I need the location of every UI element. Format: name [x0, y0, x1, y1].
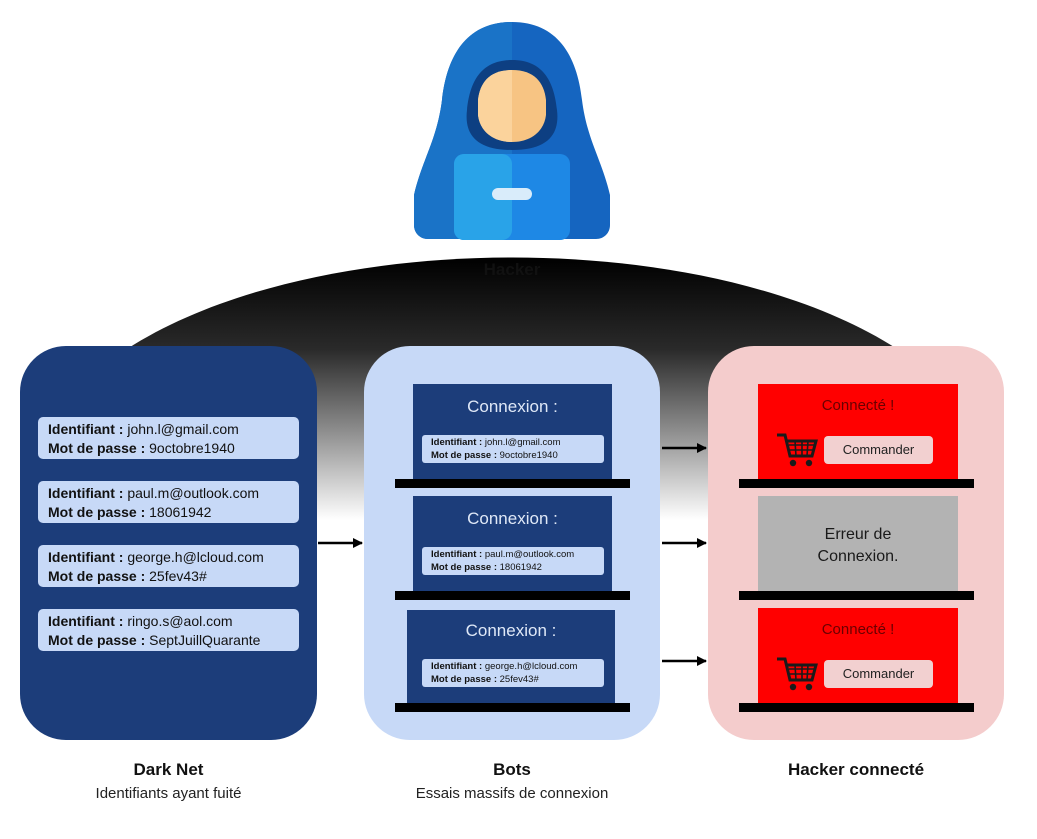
shelf [395, 591, 630, 600]
credential-card: Identifiant : ringo.s@aol.com Mot de pas… [38, 609, 299, 651]
shelf [739, 703, 974, 712]
login-credentials: Identifiant : george.h@lcloud.com Mot de… [422, 659, 604, 687]
darknet-subtitle: Identifiants ayant fuité [95, 785, 242, 802]
success-screen: Connecté ! Commander [758, 384, 958, 480]
order-button[interactable]: Commander [824, 660, 933, 688]
darknet-title: Dark Net [133, 760, 204, 779]
error-screen: Erreur de Connexion. [758, 496, 958, 592]
bots-title: Bots [493, 760, 531, 779]
login-credentials: Identifiant : paul.m@outlook.com Mot de … [422, 547, 604, 575]
hacker-icon [414, 22, 610, 240]
cart-icon [777, 433, 818, 467]
login-screen: Connexion : Identifiant : john.l@gmail.c… [413, 384, 612, 480]
credential-card: Identifiant : george.h@lcloud.com Mot de… [38, 545, 299, 587]
bots-subtitle: Essais massifs de connexion [415, 785, 609, 802]
shelf [739, 479, 974, 488]
login-credentials: Identifiant : john.l@gmail.com Mot de pa… [422, 435, 604, 463]
login-screen: Connexion : Identifiant : paul.m@outlook… [413, 496, 612, 592]
hacker-label: Hacker [483, 260, 541, 279]
shelf [395, 703, 630, 712]
order-button[interactable]: Commander [824, 436, 933, 464]
shelf [395, 479, 630, 488]
cart-icon [777, 657, 818, 691]
darknet-panel [20, 346, 317, 740]
connected-title: Hacker connecté [787, 760, 925, 779]
shelf [739, 591, 974, 600]
credential-card: Identifiant : paul.m@outlook.com Mot de … [38, 481, 299, 523]
success-screen: Connecté ! Commander [758, 608, 958, 704]
login-screen: Connexion : Identifiant : george.h@lclou… [407, 610, 615, 704]
credential-card: Identifiant : john.l@gmail.com Mot de pa… [38, 417, 299, 459]
